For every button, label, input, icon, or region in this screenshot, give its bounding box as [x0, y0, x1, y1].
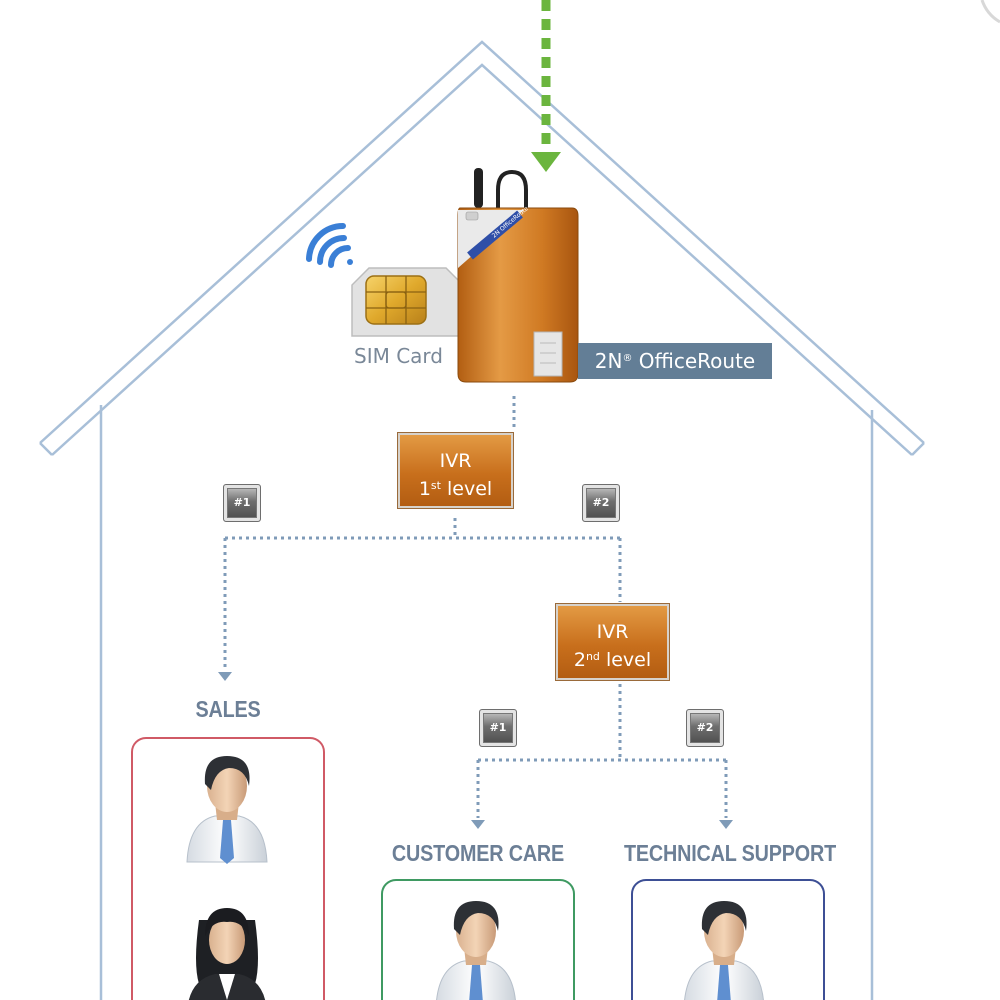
ivr-first-level-box: IVR 1st level — [398, 433, 513, 508]
corner-circle-decoration — [980, 0, 1000, 24]
antenna-icon — [474, 168, 528, 210]
house-outline — [39, 40, 925, 1000]
sales-box — [131, 737, 325, 1000]
technical-support-box — [631, 879, 825, 1000]
product-brand: 2N — [594, 349, 623, 373]
sales-label: SALES — [195, 696, 261, 722]
ivr-second-level-box: IVR 2nd level — [556, 604, 669, 680]
technical-support-person-avatar — [684, 901, 764, 1000]
product-registered-mark: ® — [622, 353, 633, 364]
incoming-call-arrow — [531, 0, 561, 172]
wifi-icon — [306, 223, 353, 268]
product-model: OfficeRoute — [632, 349, 756, 373]
customer-care-label: CUSTOMER CARE — [391, 840, 565, 866]
ivr-second-level-title: IVR — [596, 621, 629, 643]
customer-care-person-avatar — [436, 901, 516, 1000]
office-route-device: 2N OfficeRoute — [457, 205, 579, 383]
sim-card-label: SIM Card — [354, 344, 443, 368]
product-name-label: 2N® OfficeRoute — [578, 343, 772, 379]
ivr-first-level-title: IVR — [439, 450, 472, 472]
ivr-first-level-label: 1st level — [418, 478, 493, 500]
ivr-second-level-label: 2nd level — [573, 649, 652, 671]
sales-person-1-avatar — [186, 756, 268, 864]
key-badge-level2-option1: #1 — [479, 709, 517, 747]
connector-lines — [223, 396, 728, 818]
key-badge-level1-option1: #1 — [223, 484, 261, 522]
key-badge-level1-option2: #2 — [582, 484, 620, 522]
customer-care-box — [381, 879, 575, 1000]
sales-person-2-avatar — [188, 908, 266, 1000]
technical-support-label: TECHNICAL SUPPORT — [623, 840, 837, 866]
key-badge-level2-option2: #2 — [686, 709, 724, 747]
connector-arrowheads — [218, 672, 733, 829]
sim-card-icon — [351, 267, 471, 337]
